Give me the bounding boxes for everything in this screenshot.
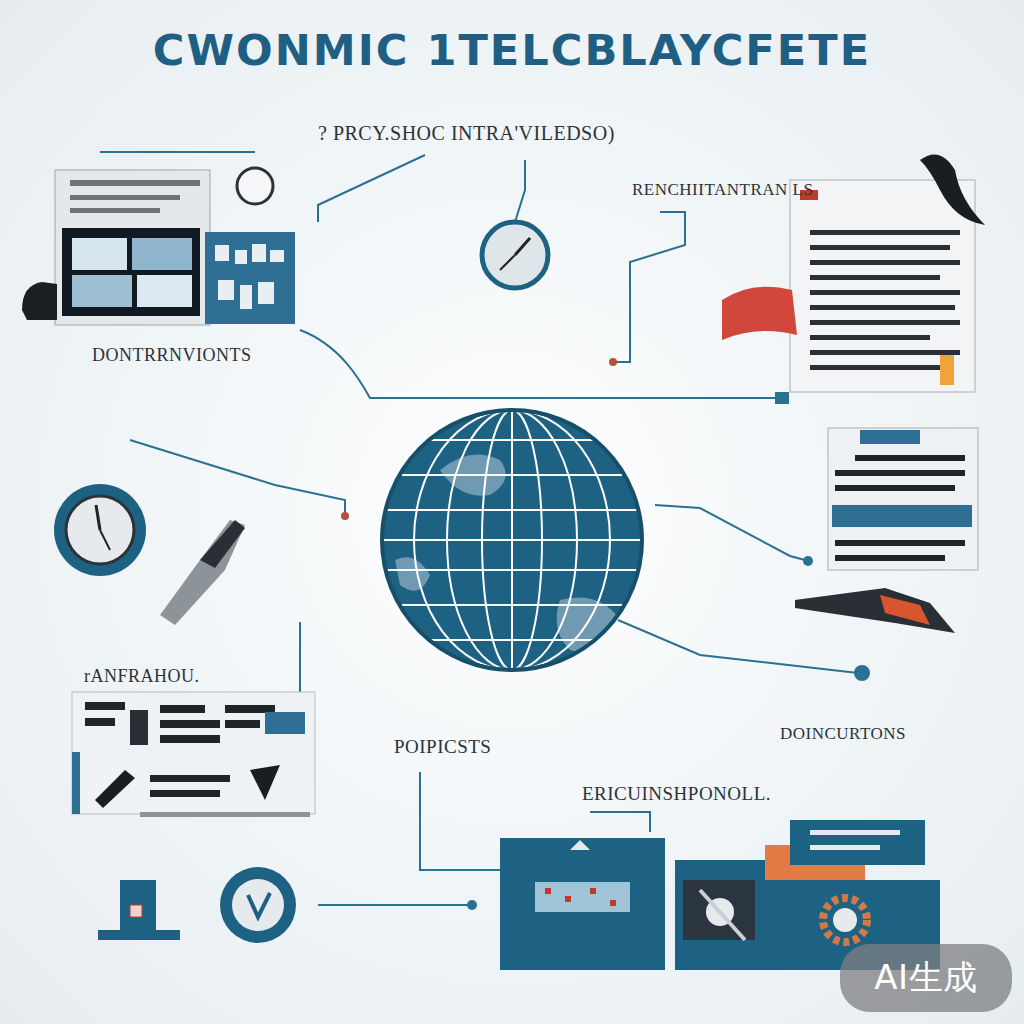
- section-label: ERICUINSHPONOLL.: [582, 783, 771, 805]
- section-label: POIPICSTS: [394, 736, 491, 758]
- panel-icon: [795, 428, 978, 633]
- section-label: RENCHIITANTRAN LS: [632, 180, 813, 200]
- panel-icon: [72, 692, 315, 817]
- monitor-icon: [22, 168, 295, 325]
- section-label: DOINCURTONS: [780, 724, 906, 744]
- watermark-box: [840, 944, 1012, 1012]
- watermark: AI生成: [874, 958, 977, 997]
- clock-tool-icons: [54, 484, 245, 625]
- section-label: rANFRAHOU.: [84, 666, 200, 687]
- clock-icon: [482, 222, 548, 288]
- globe: [380, 410, 644, 670]
- small-icons: [98, 867, 296, 943]
- title: CWONMIC 1TELCBLAYCFETE: [0, 26, 1024, 76]
- heading-label: ? PRCY.SHOC INTRA'VILEDSO): [318, 122, 615, 145]
- section-label: DONTRRNVIONTS: [92, 345, 252, 366]
- leader-lines: [100, 152, 858, 905]
